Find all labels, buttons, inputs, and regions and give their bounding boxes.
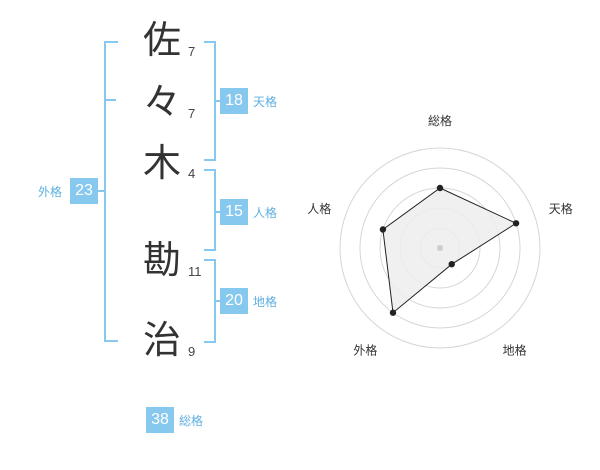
radar-point <box>389 309 397 316</box>
stroke-count-3: 4 <box>188 166 196 181</box>
name-char-5: 治 <box>142 318 181 362</box>
name-char-2: 々 <box>142 80 181 124</box>
stroke-count-1: 7 <box>188 44 196 59</box>
gaikaku-bracket <box>104 41 118 342</box>
radar-axis-label: 天格 <box>549 201 573 216</box>
chikaku-label: 地格 <box>253 295 278 309</box>
chikaku-value: 20 <box>220 288 248 314</box>
jinkaku-label: 人格 <box>253 206 278 220</box>
gaikaku-bracket-tick <box>104 99 116 101</box>
chikaku-connector <box>214 300 220 302</box>
stroke-count-5: 9 <box>188 344 196 359</box>
radar-center-dot <box>437 245 443 251</box>
soukaku-label: 総格 <box>179 414 204 428</box>
gaikaku-value: 23 <box>70 178 98 204</box>
radar-point <box>436 184 444 192</box>
radar-point <box>448 260 455 268</box>
soukaku-value: 38 <box>146 407 174 433</box>
radar-axis-label: 地格 <box>503 343 527 358</box>
gaikaku-label: 外格 <box>38 185 63 199</box>
radar-axis-label: 外格 <box>353 343 377 358</box>
tenkaku-label: 天格 <box>253 95 278 109</box>
stroke-count-4: 11 <box>188 264 202 279</box>
name-char-4: 勘 <box>142 238 181 282</box>
name-char-3: 木 <box>142 141 181 185</box>
radar-axis-label: 人格 <box>307 201 331 216</box>
jinkaku-bracket <box>204 169 216 251</box>
tenkaku-connector <box>214 100 220 102</box>
radar-point <box>379 226 387 233</box>
name-char-1: 佐 <box>142 18 181 62</box>
radar-value-polygon <box>382 187 518 314</box>
radar-axis-label: 総格 <box>428 113 452 128</box>
radar-point <box>512 220 520 227</box>
jinkaku-value: 15 <box>220 199 248 225</box>
jinkaku-connector <box>214 211 220 213</box>
gaikaku-connector <box>96 190 104 192</box>
radar-points <box>379 184 520 316</box>
stroke-count-2: 7 <box>188 106 196 121</box>
radar-ring <box>359 167 521 329</box>
tenkaku-value: 18 <box>220 88 248 114</box>
